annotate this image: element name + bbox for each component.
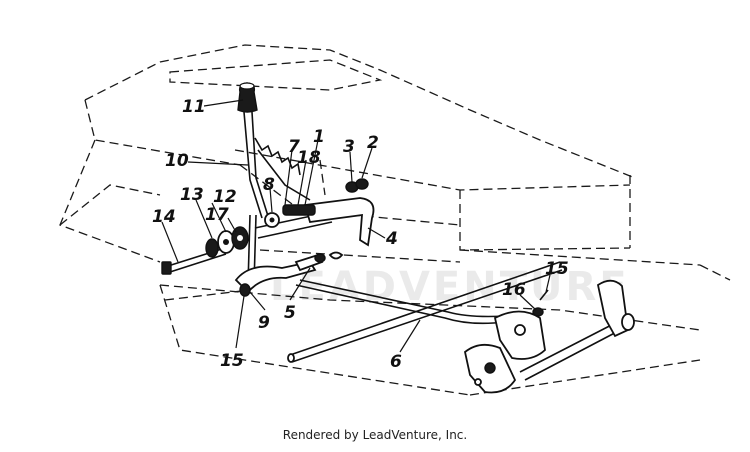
callout-3: 3 xyxy=(343,137,355,157)
callout-14: 14 xyxy=(152,207,176,227)
credit-text: Rendered by LeadVenture, Inc. xyxy=(282,428,468,442)
callout-labels: 11 10 7 18 1 8 3 2 4 12 13 14 17 5 9 15 … xyxy=(152,97,569,372)
callout-5: 5 xyxy=(284,303,296,323)
callout-1: 1 xyxy=(313,127,325,147)
pin-part-5 xyxy=(294,253,326,272)
watermark-text: LEADVENTURE xyxy=(270,264,630,310)
nut-washer-parts xyxy=(345,178,369,193)
callout-4: 4 xyxy=(385,229,398,249)
shift-lever-assembly xyxy=(234,82,333,294)
callout-12: 12 xyxy=(213,187,237,207)
callout-10: 10 xyxy=(165,151,189,171)
clip-part-9 xyxy=(239,283,251,297)
callout-8: 8 xyxy=(263,175,275,195)
callout-2: 2 xyxy=(367,133,379,153)
transmission-linkage xyxy=(464,279,635,394)
callout-11: 11 xyxy=(182,97,206,117)
callout-18: 18 xyxy=(297,148,321,168)
callout-9: 9 xyxy=(258,313,270,333)
callout-7: 7 xyxy=(288,137,300,157)
bracket-part-4 xyxy=(303,197,375,260)
callout-16: 16 xyxy=(502,280,526,300)
callout-15-right: 15 xyxy=(545,259,569,279)
body-outline xyxy=(59,44,731,396)
callout-15-left: 15 xyxy=(220,351,244,371)
leader-lines xyxy=(161,99,551,353)
shift-rod-part-6 xyxy=(287,261,563,363)
washer-bolt-assembly xyxy=(161,226,249,275)
callout-13: 13 xyxy=(180,185,204,205)
spring-pin-assembly xyxy=(264,204,316,228)
callout-6: 6 xyxy=(390,352,402,372)
callout-17: 17 xyxy=(205,205,229,225)
